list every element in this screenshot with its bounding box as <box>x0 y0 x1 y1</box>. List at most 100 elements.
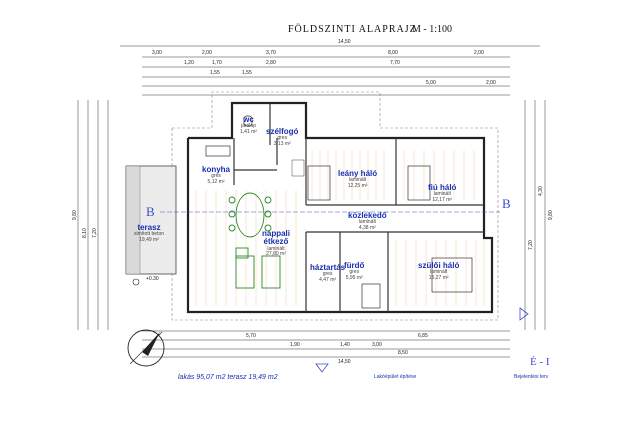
room-name: terasz <box>137 223 161 232</box>
room-material: gres <box>349 269 360 276</box>
room-area: 1,41 m² <box>240 128 257 135</box>
plan-type-label: Bejelentési terv <box>514 374 549 380</box>
bed-fiu <box>407 165 431 201</box>
room-name: szélfogó <box>266 127 299 136</box>
dim-top-1: 3,00 <box>152 50 162 56</box>
wc-bowl <box>243 115 253 127</box>
dim-bottom2-4: 8,50 <box>398 350 408 356</box>
room-material: laminált <box>267 245 285 252</box>
dim-right-total: 9,80 <box>548 210 554 220</box>
dim-right-sub: 4,30 <box>538 186 544 196</box>
dim-bottom-2: 6,85 <box>418 333 428 339</box>
north-arrow <box>127 329 165 367</box>
dim-left-total: 9,80 <box>72 210 78 220</box>
room-szuloi-halo: szülői háló laminált 15,27 m² <box>418 261 460 281</box>
dim-bottom2-2: 1,40 <box>340 342 350 348</box>
room-area: 5,95 m² <box>345 274 363 281</box>
room-terasz: terasz simított beton 19,49 m² <box>134 223 165 243</box>
room-area: 27,80 m² <box>266 251 286 258</box>
room-name: leány háló <box>338 169 378 178</box>
view-markers <box>315 307 529 373</box>
room-material: járólap <box>240 123 256 130</box>
room-nappali: nappali étkező laminált 27,80 m² <box>256 229 296 258</box>
room-name: közlekedő <box>348 211 387 220</box>
room-material: laminált <box>348 177 367 184</box>
area-summary: lakás 95,07 m2 terasz 19,49 m2 <box>178 374 278 381</box>
elevation-label: É - I <box>530 356 550 368</box>
bed-leany <box>307 165 331 201</box>
room-area: 19,49 m² <box>139 236 159 243</box>
sofa-left <box>235 255 255 289</box>
beds-and-fixtures <box>205 115 473 309</box>
bathtub <box>361 283 381 309</box>
dim-left-sub: 8,10 <box>82 228 88 238</box>
room-haztartas: háztartás gres 4,47 m² <box>310 263 346 283</box>
room-kozlekedo: közlekedő laminált 4,38 m² <box>348 211 387 231</box>
room-area: 12,17 m² <box>432 196 453 203</box>
terrace-hatch <box>125 165 141 275</box>
kitchen-counter <box>205 145 231 157</box>
room-area: 4,47 m² <box>319 276 337 283</box>
inner-walls <box>233 103 484 312</box>
dining-table <box>235 192 265 238</box>
room-name: nappali étkező <box>261 229 290 247</box>
room-material: gres <box>277 135 288 142</box>
furniture <box>228 192 281 289</box>
room-material: laminált <box>358 219 376 226</box>
room-name: háztartás <box>310 263 346 272</box>
room-material: simított beton <box>134 231 165 238</box>
dim-top3-4: 2,00 <box>486 80 496 86</box>
room-konyha: konyha gres 5,12 m² <box>202 165 231 185</box>
top-dimension-lines <box>120 45 540 96</box>
armchair <box>235 247 249 259</box>
dim-top-3: 3,70 <box>266 50 276 56</box>
dim-top-4: 8,00 <box>388 50 398 56</box>
dim-top-total: 14,50 <box>338 39 351 45</box>
room-furdo: fürdő gres 5,95 m² <box>344 261 365 281</box>
room-area: 5,12 m² <box>207 178 225 185</box>
dim-bottom-1: 5,70 <box>246 333 256 339</box>
room-area: 4,38 m² <box>358 224 376 231</box>
dim-bottom2-3: 3,00 <box>372 342 382 348</box>
dim-left-part: 7,20 <box>92 228 98 238</box>
bed-szuloi <box>431 257 473 293</box>
dim-top3-1: 1,55 <box>210 70 220 76</box>
room-area: 15,27 m² <box>428 274 449 281</box>
roof-outline <box>171 91 499 321</box>
dim-top2-2: 1,70 <box>212 60 222 66</box>
room-name: szülői háló <box>418 261 460 270</box>
room-leany-halo: leány háló laminált 12,25 m² <box>338 169 378 189</box>
room-wc: wc járólap 1,41 m² <box>240 115 257 135</box>
dim-top3-2: 1,55 <box>242 70 252 76</box>
bottom-dimension-lines <box>142 330 510 358</box>
plan-title: FÖLDSZINTI ALAPRAJZ <box>288 24 417 35</box>
dim-top-5: 2,00 <box>474 50 484 56</box>
room-area: 3,13 m² <box>273 140 291 147</box>
dim-bottom-total: 14,50 <box>338 359 351 365</box>
dim-top2-3: 2,80 <box>266 60 276 66</box>
level-label: +0.30 <box>146 276 159 282</box>
entry-steps <box>291 159 305 177</box>
dim-right-part: 7,20 <box>528 240 534 250</box>
room-material: gres <box>211 173 221 180</box>
dim-top2-4: 7,70 <box>390 60 400 66</box>
building-label: Lakóépület építése <box>374 374 417 380</box>
sofa-right <box>261 255 281 289</box>
plan-scale: M - 1:100 <box>412 24 452 35</box>
room-name: fürdő <box>344 261 365 270</box>
room-material: gres <box>322 271 333 278</box>
room-name: wc <box>243 115 254 124</box>
dim-top3-3: 5,00 <box>426 80 436 86</box>
room-fiu-halo: fiú háló laminált 12,17 m² <box>428 183 456 203</box>
room-szelfogo: szélfogó gres 3,13 m² <box>266 127 299 147</box>
section-label-right: B <box>502 196 511 211</box>
room-name: konyha <box>202 165 231 174</box>
dim-top2-1: 1,20 <box>184 60 194 66</box>
dim-bottom2-1: 1,90 <box>290 342 300 348</box>
room-area: 12,25 m² <box>347 182 368 189</box>
side-dimension-lines <box>77 100 546 330</box>
dim-top-2: 2,00 <box>202 50 212 56</box>
outer-walls <box>186 101 494 314</box>
level-symbol <box>132 278 140 286</box>
